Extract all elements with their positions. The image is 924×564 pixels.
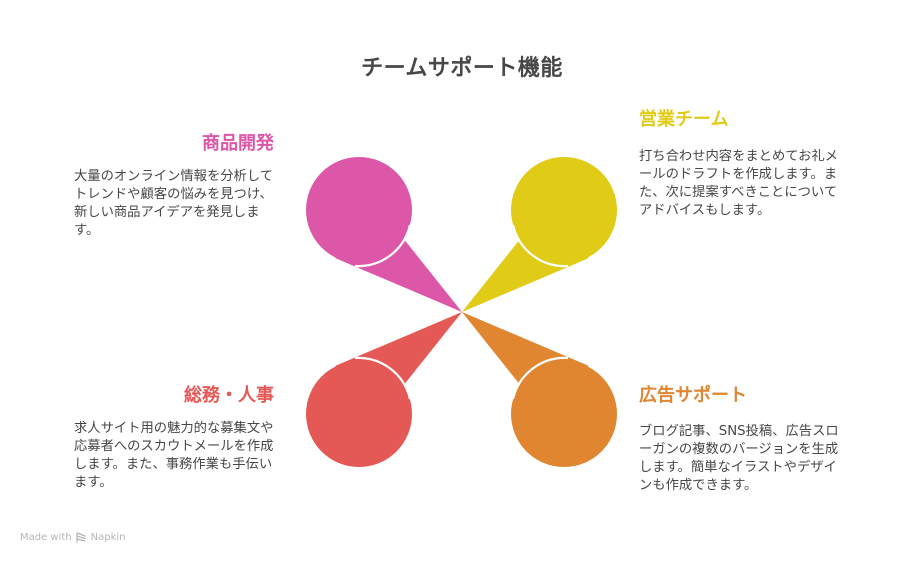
- petal-sales-team: [462, 157, 617, 312]
- diagram-title: チームサポート機能: [361, 56, 563, 81]
- made-with-label: Made with: [20, 532, 72, 543]
- petal-general-affairs-hr: [306, 312, 462, 467]
- heading-product-dev: 商品開発: [202, 133, 274, 154]
- napkin-brand-label: Napkin: [90, 532, 126, 543]
- heading-sales-team: 営業チーム: [639, 109, 729, 130]
- petal-product-dev: [306, 157, 462, 312]
- description-ad-support: ブログ記事、SNS投稿、広告スローガンの複数のバージョンを生成します。簡単なイラ…: [639, 424, 839, 493]
- description-sales-team: 打ち合わせ内容をまとめてお礼メールのドラフトを作成します。また、次に提案すべきこ…: [639, 149, 839, 218]
- description-general-affairs-hr: 求人サイト用の魅力的な募集文や応募者へのスカウトメールを作成します。また、事務作…: [74, 421, 274, 490]
- heading-general-affairs-hr: 総務・人事: [184, 385, 274, 406]
- heading-ad-support: 広告サポート: [639, 385, 747, 406]
- napkin-logo-icon: [76, 532, 86, 543]
- petal-ad-support: [462, 312, 617, 467]
- made-with-napkin-footer[interactable]: Made with Napkin: [20, 532, 126, 543]
- description-product-dev: 大量のオンライン情報を分析してトレンドや顧客の悩みを見つけ、新しい商品アイデアを…: [74, 169, 274, 238]
